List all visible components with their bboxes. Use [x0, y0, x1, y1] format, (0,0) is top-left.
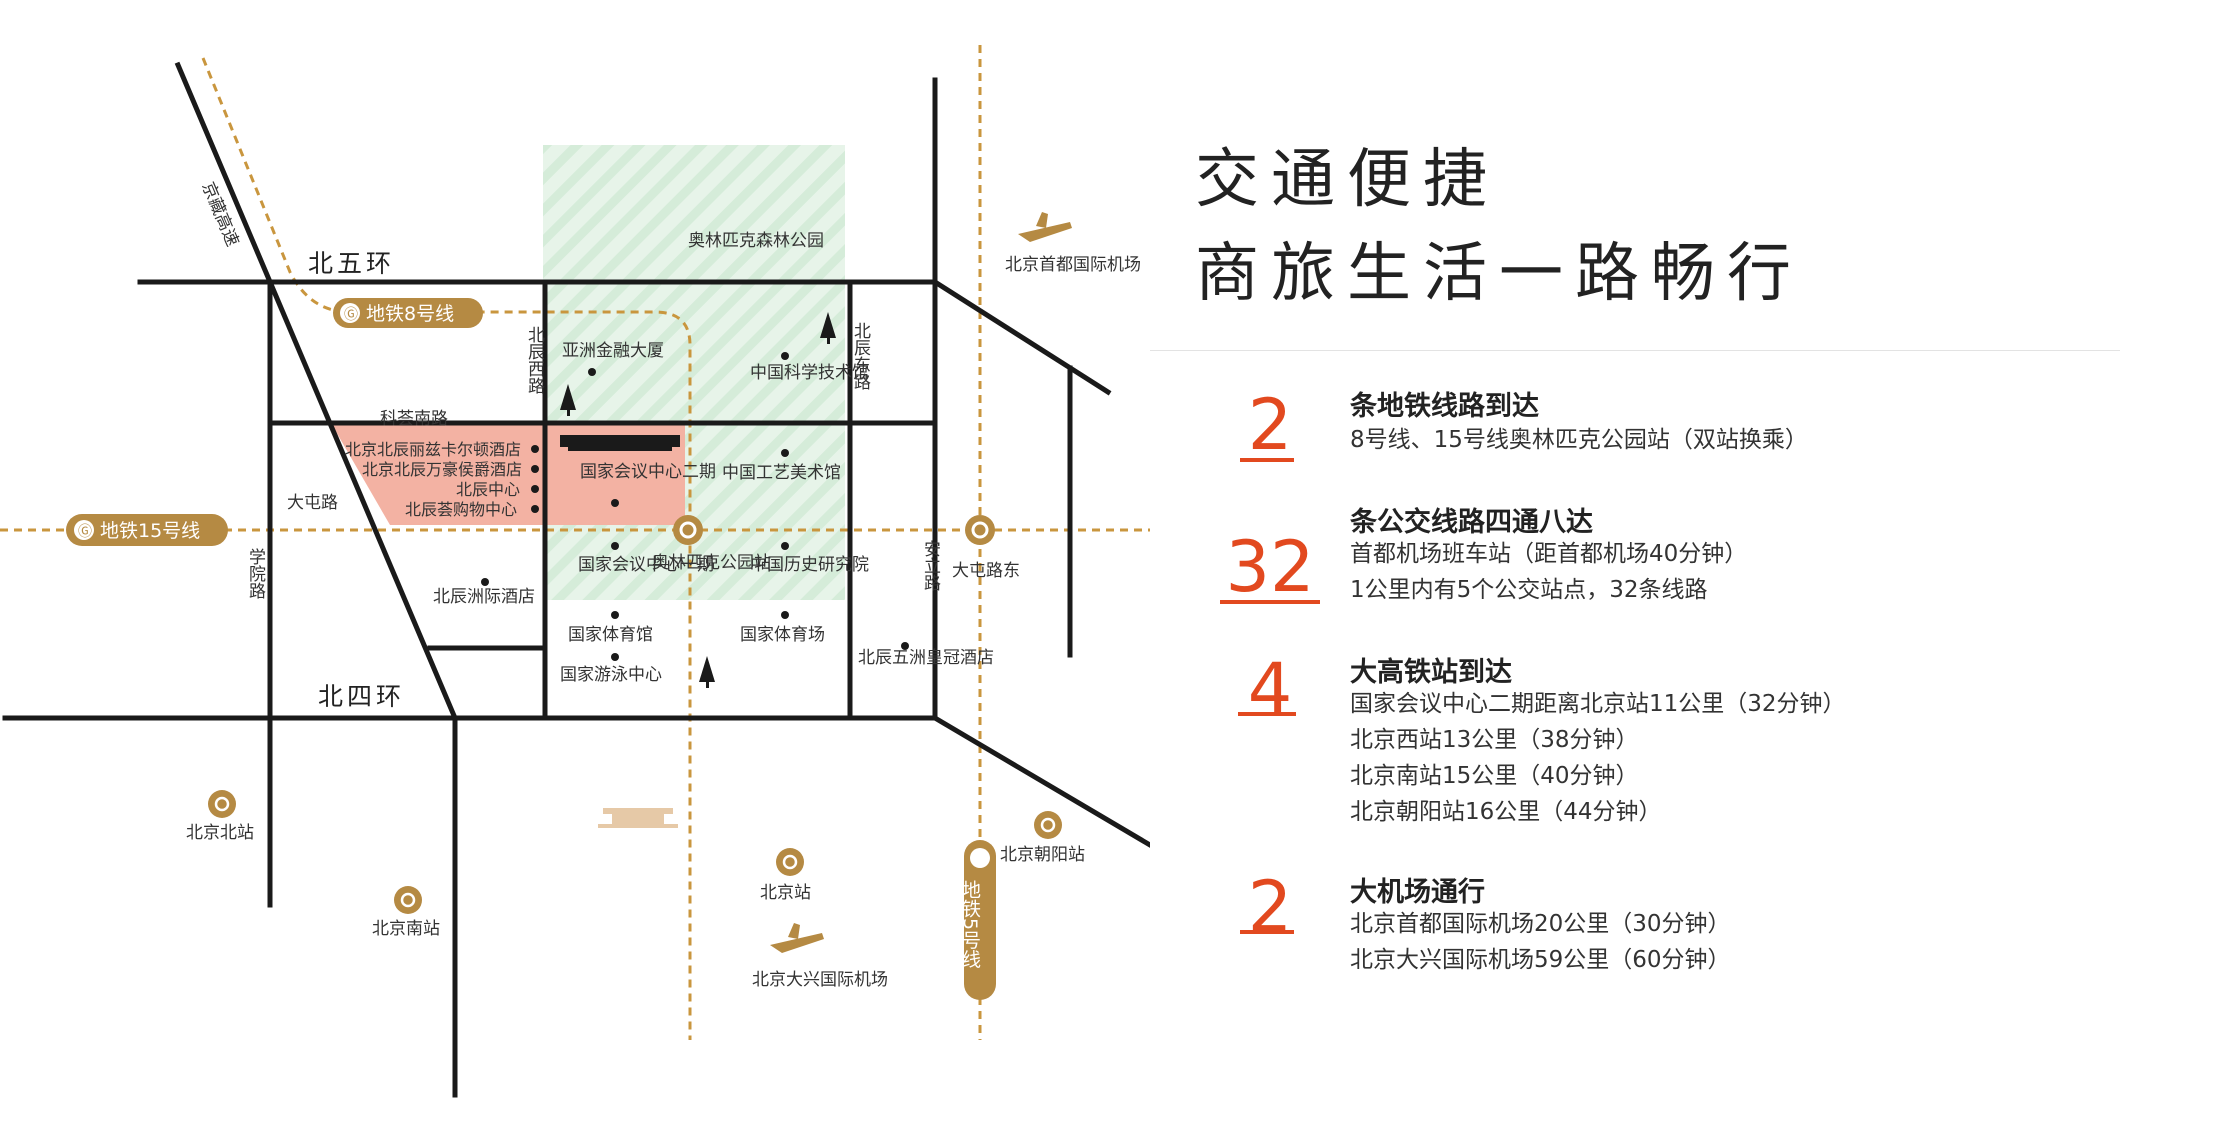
dot-science-museum [781, 352, 789, 360]
railway-icon-beijing-north [208, 790, 236, 818]
subway-line-5-badge: 地铁5号线 [959, 840, 996, 1000]
highlight-line: 北京南站15公里（40分钟） [1350, 763, 1639, 789]
highlight-heading: 大机场通行 [1350, 877, 1485, 908]
number-underline [1240, 930, 1294, 934]
highlight-number: 2 [1247, 384, 1293, 466]
label-aquatics-center: 国家游泳中心 [560, 665, 662, 685]
dot-beichen-intercontinental [481, 578, 489, 586]
label-beichen-west-road: 北辰西路 [524, 326, 545, 394]
road-northeast-diagonal [931, 278, 1112, 396]
location-map: 北五环 北四环 科荟南路 大屯路 京藏高速 学院路 北辰西路 北辰东路 安立路 … [0, 45, 1150, 1098]
svg-text:Ⓖ: Ⓖ [344, 307, 358, 323]
tree-icon-2 [560, 384, 576, 416]
label-arts-museum: 中国工艺美术馆 [722, 463, 841, 483]
label-beijing-south-station: 北京南站 [372, 919, 440, 939]
label-olympic-park-station: 奥林匹克公园站 [652, 553, 771, 573]
label-north-5th-ring: 北五环 [308, 249, 395, 278]
highlight-heading: 条公交线路四通八达 [1350, 507, 1593, 538]
divider [1150, 350, 2120, 351]
tree-icon-1 [820, 312, 836, 344]
label-indoor-stadium: 国家体育馆 [568, 625, 653, 645]
landmark-gate-icon [598, 808, 678, 828]
railway-icon-beijing-chaoyang [1034, 811, 1062, 839]
label-red-zone-3: 北辰中心 [456, 480, 520, 499]
dot-aquatics [611, 653, 619, 661]
headline-line-1: 交通便捷 [1195, 143, 1499, 217]
dot-cncc2 [611, 499, 619, 507]
svg-text:地铁5号线: 地铁5号线 [959, 880, 981, 968]
dot-asia-finance [588, 368, 596, 376]
label-red-zone-4: 北辰荟购物中心 [405, 500, 517, 519]
svg-text:地铁8号线: 地铁8号线 [366, 303, 454, 325]
railway-icon-beijing-south [394, 886, 422, 914]
label-anli-road: 安立路 [920, 540, 941, 591]
label-beijing-station: 北京站 [760, 883, 811, 903]
railway-icon-beijing-station [776, 848, 804, 876]
beichen-red-zone [331, 423, 543, 525]
svg-text:地铁15号线: 地铁15号线 [100, 520, 200, 542]
label-beijing-chaoyang-station: 北京朝阳站 [1000, 845, 1085, 865]
datun-east-station-icon [965, 515, 995, 545]
highlight-lines: 北京首都国际机场20公里（30分钟） 北京大兴国际机场59公里（60分钟） [1350, 906, 1731, 978]
label-capital-airport: 北京首都国际机场 [1005, 255, 1141, 275]
label-daxing-airport: 北京大兴国际机场 [752, 970, 888, 990]
dot-stadium [781, 611, 789, 619]
info-panel: 交通便捷 商旅生活一路畅行 2 条地铁线路到达 8号线、15号线奥林匹克公园站（… [1150, 0, 2222, 1125]
highlight-line: 首都机场班车站（距首都机场40分钟） [1350, 541, 1748, 567]
label-datun-road: 大屯路 [287, 493, 338, 513]
label-national-stadium: 国家体育场 [740, 625, 825, 645]
road-network [2, 61, 1150, 1098]
number-underline [1238, 712, 1296, 716]
label-jingzang-expressway: 京藏高速 [197, 179, 242, 249]
subway-line-8-badge: Ⓖ 地铁8号线 [333, 298, 483, 328]
road-jingzang-expressway [174, 61, 459, 722]
number-underline [1220, 600, 1320, 604]
label-cncc-phase1: 国家会议中心一期 [578, 555, 714, 575]
label-beichen-east-road: 北辰东路 [850, 322, 871, 390]
highlight-line: 北京西站13公里（38分钟） [1350, 727, 1639, 753]
airplane-icon-daxing [770, 923, 824, 953]
highlight-line: 北京大兴国际机场59公里（60分钟） [1350, 947, 1731, 973]
subway-line-15-badge: Ⓖ 地铁15号线 [66, 514, 228, 546]
label-beichen-intercontinental: 北辰洲际酒店 [433, 587, 535, 607]
svg-text:Ⓖ: Ⓖ [78, 524, 92, 540]
airplane-icon-capital [1018, 212, 1072, 242]
tree-icon-3 [699, 656, 715, 688]
dot-crowne-plaza [901, 642, 909, 650]
dot-history-institute [781, 542, 789, 550]
label-red-zone-2: 北京北辰万豪侯爵酒店 [362, 460, 522, 479]
label-red-zone-1: 北京北辰丽兹卡尔顿酒店 [345, 440, 521, 459]
label-science-museum: 中国科学技术馆 [750, 363, 869, 383]
road-southeast-diagonal [931, 714, 1150, 848]
label-asia-finance-tower: 亚洲金融大厦 [562, 341, 664, 361]
label-kehui-south-road: 科荟南路 [380, 409, 448, 429]
dot-arts-museum [781, 449, 789, 457]
label-olympic-forest-park: 奥林匹克森林公园 [688, 231, 824, 251]
cncc-building-icon [560, 435, 680, 447]
headline-line-2: 商旅生活一路畅行 [1195, 237, 1803, 311]
number-underline [1240, 458, 1294, 462]
dot-cncc1 [611, 542, 619, 550]
label-north-4th-ring: 北四环 [318, 682, 405, 711]
highlight-number: 32 [1225, 526, 1315, 608]
label-xueyuan-road: 学院路 [245, 548, 266, 599]
olympic-park-station-icon [673, 515, 703, 545]
dot-indoor-stadium [611, 611, 619, 619]
highlight-line: 1公里内有5个公交站点，32条线路 [1350, 577, 1708, 603]
label-crowne-plaza: 北辰五洲皇冠酒店 [858, 648, 994, 668]
highlight-line: 国家会议中心二期距离北京站11公里（32分钟） [1350, 691, 1846, 717]
highlight-heading: 大高铁站到达 [1350, 657, 1512, 688]
highlight-lines: 8号线、15号线奥林匹克公园站（双站换乘） [1350, 422, 1808, 458]
label-history-institute: 中国历史研究院 [750, 555, 869, 575]
highlight-line: 北京首都国际机场20公里（30分钟） [1350, 911, 1731, 937]
highlight-lines: 首都机场班车站（距首都机场40分钟） 1公里内有5个公交站点，32条线路 [1350, 536, 1747, 608]
highlight-heading: 条地铁线路到达 [1350, 391, 1539, 422]
label-cncc-phase2: 国家会议中心二期 [580, 462, 716, 482]
label-beijing-north-station: 北京北站 [186, 823, 254, 843]
label-datun-east-station: 大屯路东 [952, 561, 1020, 581]
highlight-line: 北京朝阳站16公里（44分钟） [1350, 799, 1662, 825]
highlight-line: 8号线、15号线奥林匹克公园站（双站换乘） [1350, 427, 1808, 453]
highlight-lines: 国家会议中心二期距离北京站11公里（32分钟） 北京西站13公里（38分钟） 北… [1350, 686, 1846, 830]
